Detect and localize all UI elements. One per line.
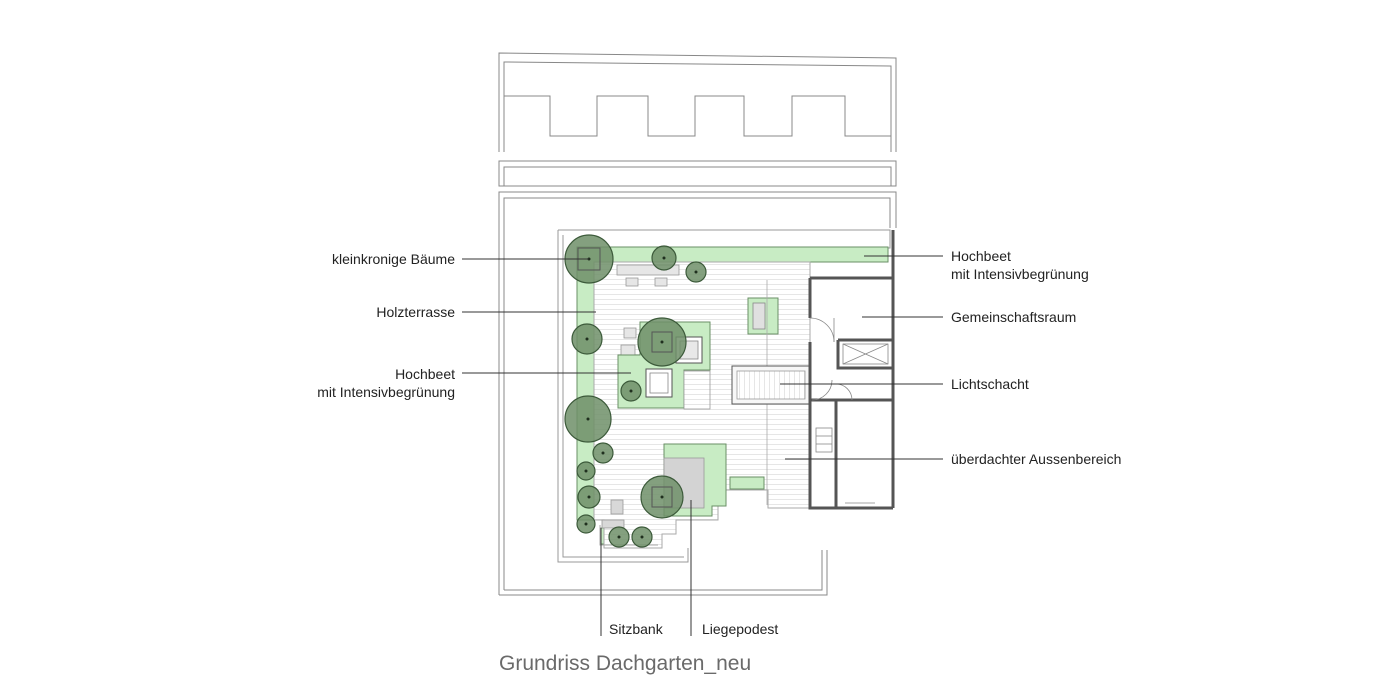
label-light-shaft: Lichtschacht (951, 376, 1029, 392)
plan-title: Grundriss Dachgarten_neu (499, 652, 752, 675)
tree-centers (584, 256, 698, 539)
label-covered-area: überdachter Aussenbereich (951, 451, 1122, 467)
core-details (809, 317, 889, 504)
neighbor-building-outline (498, 52, 897, 187)
light-shaft (731, 365, 811, 405)
label-common-room: Gemeinschaftsraum (951, 309, 1077, 325)
furniture-top (616, 264, 680, 356)
label-bench: Sitzbank (609, 621, 663, 637)
building-core (808, 230, 895, 510)
leader-lines (462, 255, 943, 636)
label-terrace: Holzterrasse (376, 304, 455, 320)
label-trees: kleinkronige Bäume (332, 251, 455, 267)
tree-planters (577, 247, 673, 508)
label-raised-bed-left: Hochbeet mit Intensivbegrünung (317, 366, 455, 400)
label-raised-bed-right: Hochbeet mit Intensivbegrünung (951, 248, 1089, 282)
planter-with-seat (747, 280, 779, 505)
label-lounger: Liegepodest (702, 621, 779, 637)
roof-outline (498, 191, 897, 596)
